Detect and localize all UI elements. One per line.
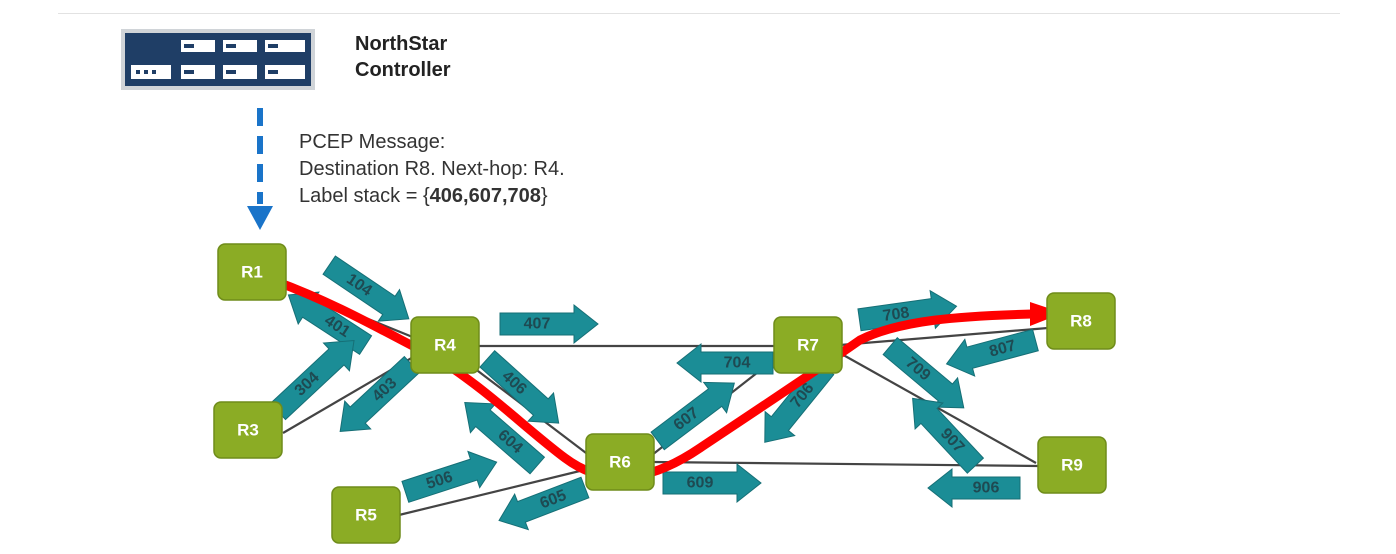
router-label: R9 xyxy=(1061,456,1083,475)
label-arrow-shape xyxy=(676,342,774,384)
router-label: R1 xyxy=(241,263,263,282)
label-arrow-609: 609 xyxy=(662,462,762,504)
router-r6[interactable]: R6 xyxy=(585,433,655,491)
router-r8[interactable]: R8 xyxy=(1046,292,1116,350)
router-r4[interactable]: R4 xyxy=(410,316,480,374)
top-divider xyxy=(58,13,1340,14)
router-r5[interactable]: R5 xyxy=(331,486,401,544)
label-arrow-709: 709 xyxy=(882,337,965,409)
router-box xyxy=(217,243,287,301)
label-arrow-text: 704 xyxy=(724,355,751,372)
label-arrow-shape xyxy=(662,462,762,504)
label-arrow-shape xyxy=(269,339,355,421)
router-r1[interactable]: R1 xyxy=(217,243,287,301)
label-arrow-shape xyxy=(882,337,965,409)
label-stack-values: 406,607,708 xyxy=(429,185,541,207)
label-arrow-607: 607 xyxy=(650,381,735,451)
label-arrow-shape xyxy=(945,328,1039,377)
router-label: R8 xyxy=(1070,312,1092,331)
label-arrow-shape xyxy=(927,467,1021,509)
router-box xyxy=(585,433,655,491)
label-arrow-shape xyxy=(912,397,985,474)
label-arrow-807: 807 xyxy=(945,328,1039,377)
router-label: R7 xyxy=(797,336,819,355)
label-arrow-shape xyxy=(498,476,590,531)
link-r5-r6 xyxy=(398,467,589,517)
label-arrow-shape xyxy=(479,350,560,424)
label-arrow-906: 906 xyxy=(927,467,1021,509)
label-arrow-shape xyxy=(499,303,599,345)
pcep-message-text: PCEP Message: Destination R8. Next-hop: … xyxy=(299,129,565,210)
label-stack-suffix: } xyxy=(540,185,548,207)
router-box xyxy=(213,401,283,459)
pcep-message-line1: PCEP Message: xyxy=(299,131,446,153)
label-arrow-shape xyxy=(322,255,410,322)
router-label: R4 xyxy=(434,336,456,355)
pcep-message-line2: Destination R8. Next-hop: R4. xyxy=(299,158,565,180)
router-box xyxy=(1037,436,1107,494)
label-arrow-shape xyxy=(464,401,546,475)
pcep-message-arrow xyxy=(247,108,273,230)
router-box xyxy=(410,316,480,374)
router-label: R5 xyxy=(355,506,377,525)
label-arrow-text: 609 xyxy=(687,475,714,492)
label-arrow-shape xyxy=(401,450,498,503)
northstar-server-icon xyxy=(121,29,315,90)
label-arrow-text: 807 xyxy=(987,337,1017,360)
label-arrow-text: 906 xyxy=(973,480,1000,497)
label-stack-prefix: Label stack = { xyxy=(299,185,430,207)
label-arrow-shape xyxy=(650,381,735,451)
link-r7-r8 xyxy=(839,326,1049,347)
label-arrow-506: 506 xyxy=(401,450,498,503)
router-r7[interactable]: R7 xyxy=(773,316,843,374)
router-label: R6 xyxy=(609,453,631,472)
controller-title: NorthStar Controller xyxy=(355,33,451,81)
router-r3[interactable]: R3 xyxy=(213,401,283,459)
router-r9[interactable]: R9 xyxy=(1037,436,1107,494)
pcep-message-line3: Label stack = {406,607,708} xyxy=(299,183,565,210)
router-box xyxy=(1046,292,1116,350)
router-box xyxy=(331,486,401,544)
label-arrow-407: 407 xyxy=(499,303,599,345)
label-arrow-text: 708 xyxy=(882,304,911,325)
label-arrow-shape xyxy=(339,355,421,432)
label-arrow-text: 407 xyxy=(524,316,551,333)
router-box xyxy=(773,316,843,374)
label-arrow-704: 704 xyxy=(676,342,774,384)
link-r6-r9 xyxy=(652,460,1039,468)
router-label: R3 xyxy=(237,421,259,440)
